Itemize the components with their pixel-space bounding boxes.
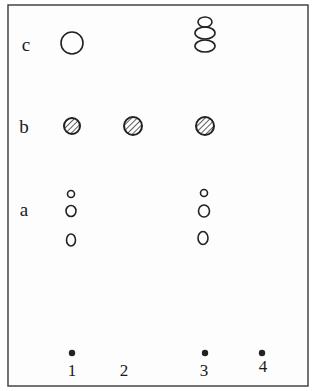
lane-number: 4 — [259, 358, 268, 375]
lane-number: 1 — [68, 362, 77, 379]
plate-border — [8, 5, 308, 386]
spot-a3 — [201, 190, 208, 197]
origin-dots — [69, 350, 265, 356]
spot-c3 — [198, 17, 212, 27]
spot-c1 — [61, 32, 83, 54]
spot-a3 — [199, 205, 210, 217]
spot-a1 — [67, 234, 76, 246]
spot-b1 — [64, 118, 80, 134]
row-label: c — [22, 35, 30, 54]
row-label: a — [20, 200, 28, 219]
lane-number: 2 — [120, 362, 129, 379]
row-label: b — [19, 117, 29, 136]
spot-a3 — [198, 232, 208, 245]
spot-b3 — [196, 117, 214, 135]
spot-c3 — [195, 27, 215, 39]
spots — [61, 17, 215, 246]
lane-number: 3 — [200, 362, 209, 379]
spot-c3 — [195, 40, 215, 52]
spot-a1 — [66, 206, 76, 217]
spot-b2 — [124, 117, 142, 135]
spot-a1 — [68, 191, 75, 198]
